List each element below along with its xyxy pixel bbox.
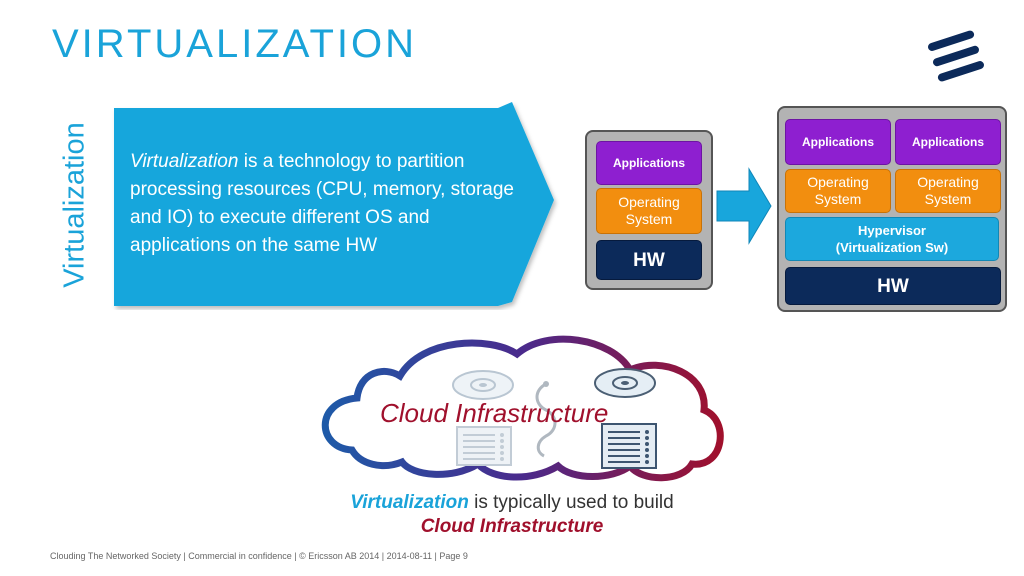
definition-text: Virtualization is a technology to partit… — [130, 148, 520, 260]
page-title: VIRTUALIZATION — [52, 22, 418, 66]
caption-line-2: Cloud Infrastructure — [420, 516, 604, 537]
storage-disc-icon — [452, 370, 514, 400]
virtual-os-block-2: Operating System — [895, 169, 1001, 213]
virtual-stack-frame: Applications Applications Operating Syst… — [777, 106, 1007, 312]
definition-body: is a technology to partition processing … — [130, 151, 514, 256]
virtual-applications-block-2: Applications — [895, 119, 1001, 165]
footer: Clouding The Networked Society | Commerc… — [50, 551, 468, 561]
transition-arrow — [716, 167, 772, 245]
single-hw-block: HW — [596, 240, 702, 280]
caption: Virtualization is typically used to buil… — [0, 492, 1024, 538]
virtual-os-block-1: Operating System — [785, 169, 891, 213]
single-applications-block: Applications — [596, 141, 702, 185]
side-label-container: Virtualization — [55, 120, 95, 290]
network-link-icon — [535, 381, 557, 458]
storage-disc-icon-2 — [594, 368, 656, 398]
virtual-applications-block-1: Applications — [785, 119, 891, 165]
definition-arrow-shape — [114, 102, 554, 306]
caption-middle: is typically used to build — [468, 492, 674, 513]
side-label: Virtualization — [58, 122, 91, 288]
definition-lead: Virtualization — [130, 151, 239, 172]
virtual-hw-block: HW — [785, 267, 1001, 305]
cloud-infrastructure-label: Cloud Infrastructure — [380, 398, 609, 428]
ericsson-logo — [928, 30, 984, 82]
caption-lead: Virtualization — [350, 492, 469, 513]
single-os-block: Operating System — [596, 188, 702, 234]
server-rack-icon — [456, 426, 512, 466]
single-stack-frame: Applications Operating System HW — [585, 130, 713, 290]
server-rack-icon-2 — [601, 423, 657, 469]
caption-line-1: Virtualization is typically used to buil… — [0, 492, 1024, 514]
hypervisor-block: Hypervisor (Virtualization Sw) — [785, 217, 999, 261]
